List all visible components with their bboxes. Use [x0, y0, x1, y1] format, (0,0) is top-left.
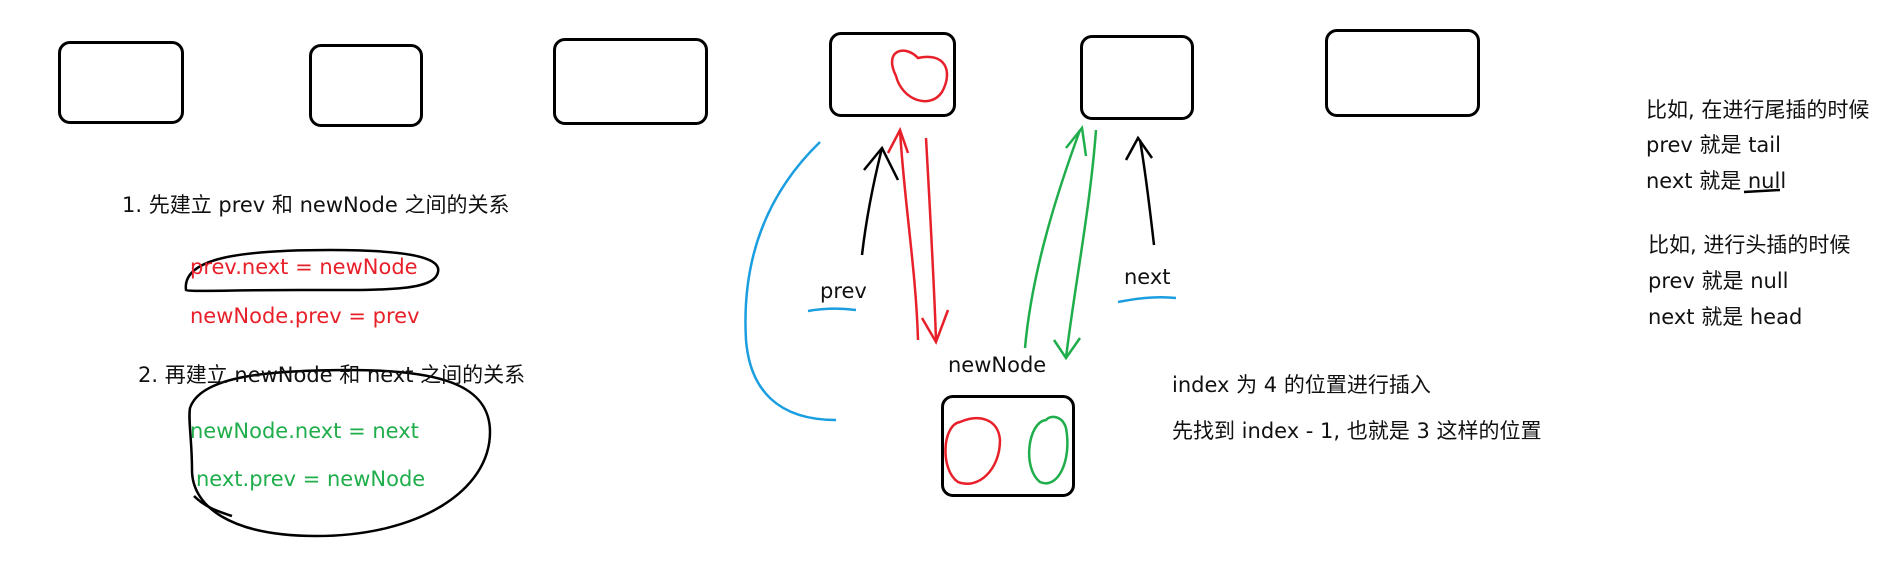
green-arrow-down: [1064, 129, 1098, 359]
tail-case-next: next 就是 null: [1646, 169, 1787, 193]
head-case-title: 比如, 进行头插的时候: [1648, 233, 1851, 257]
next-underline: [1117, 295, 1177, 304]
list-node-prev: [829, 32, 956, 117]
list-node-next: [1080, 35, 1194, 120]
step1-code-line2: newNode.prev = prev: [190, 304, 420, 328]
index-insert-note: index 为 4 的位置进行插入: [1172, 373, 1431, 397]
ellipse-step2: [188, 368, 492, 538]
prev-pointer-arrow-head: [863, 145, 900, 181]
next-label: next: [1124, 265, 1171, 289]
red-circle-new-node: [944, 417, 1002, 485]
prev-label: prev: [820, 279, 867, 303]
list-node-1: [309, 44, 423, 127]
blue-curve: [744, 141, 837, 422]
red-arrow-up: [898, 129, 920, 341]
index-find-note: 先找到 index - 1, 也就是 3 这样的位置: [1172, 419, 1542, 443]
prev-pointer-arrow: [860, 147, 884, 256]
head-case-next: next 就是 head: [1648, 305, 1803, 329]
step1-heading: 1. 先建立 prev 和 newNode 之间的关系: [122, 193, 510, 217]
step2-code-line1: newNode.next = next: [190, 419, 419, 443]
new-node-label: newNode: [948, 353, 1047, 377]
red-arrow-down-head: [920, 309, 950, 345]
head-case-prev: prev 就是 null: [1648, 269, 1789, 293]
new-node-box: [941, 395, 1075, 497]
green-arrow-up: [1023, 129, 1082, 349]
green-arrow-down-head: [1052, 337, 1082, 361]
next-pointer-arrow-head: [1124, 135, 1154, 161]
tail-case-prev: prev 就是 tail: [1646, 133, 1781, 157]
step2-heading: 2. 再建立 newNode 和 next 之间的关系: [138, 363, 526, 387]
null-underline: [1743, 188, 1781, 194]
red-circle-prev-node: [890, 49, 949, 103]
red-arrow-down: [924, 137, 938, 341]
tail-case-title: 比如, 在进行尾插的时候: [1646, 98, 1870, 122]
step2-code-line2: next.prev = newNode: [196, 467, 426, 491]
green-circle-new-node: [1027, 415, 1069, 485]
list-node-0: [58, 41, 184, 124]
red-arrow-up-head: [886, 126, 910, 154]
prev-underline: [807, 307, 857, 313]
ellipse-step1: [184, 248, 440, 293]
next-pointer-arrow: [1138, 139, 1156, 246]
list-node-5: [1325, 29, 1480, 117]
list-node-2: [553, 38, 708, 125]
step1-code-line1: prev.next = newNode: [190, 255, 418, 279]
green-arrow-up-head: [1065, 124, 1088, 157]
ellipse-step2-tail: [193, 495, 233, 518]
